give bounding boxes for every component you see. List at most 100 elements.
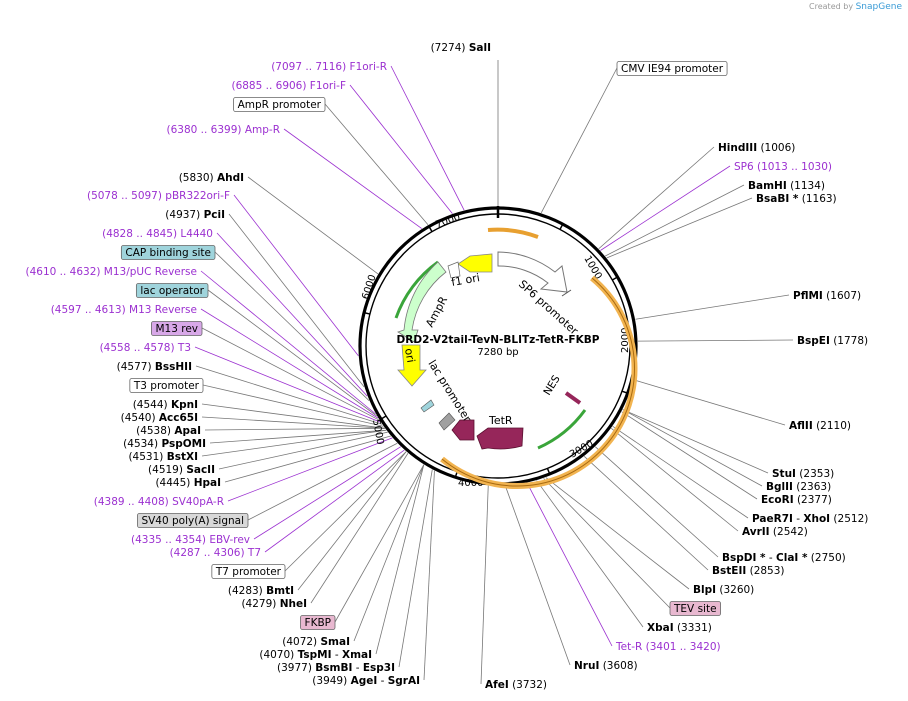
left-label-16: T3 promoter — [129, 378, 204, 393]
site-label-text: HindIII (1006) — [718, 142, 795, 154]
leader-line — [202, 384, 384, 427]
lac-block — [420, 399, 435, 413]
right-label-9: BglII (2363) — [766, 481, 831, 493]
leader-line — [207, 289, 377, 417]
site-label-text: FKBP — [305, 617, 331, 629]
leader-line — [543, 478, 671, 609]
label-box — [616, 61, 728, 76]
site-label-text: (4544) KpnI — [133, 399, 198, 411]
right-label-18: Tet-R (3401 .. 3420) — [615, 641, 721, 653]
tick-label: 2000 — [620, 328, 631, 353]
feature-label-ori: ori — [402, 347, 417, 363]
right-label-2: SP6 (1013 .. 1030) — [734, 161, 832, 173]
leader-line — [334, 464, 425, 623]
site-label-text: (4538) ApaI — [136, 425, 201, 437]
f1-ori-arrow — [457, 253, 493, 273]
site-label-text: lac operator — [140, 285, 204, 297]
leader-line — [536, 480, 644, 628]
label-box — [137, 513, 249, 528]
left-label-29: (4283) BmtI — [228, 585, 294, 597]
site-label-text: (4531) BstXI — [128, 451, 198, 463]
sp6-marker — [561, 289, 572, 297]
watermark-prefix: Created by — [809, 2, 854, 11]
feature-label-nes: NES — [541, 373, 563, 398]
site-label-text: SV40 poly(A) signal — [141, 515, 244, 527]
site-label-text: BstEII (2853) — [712, 565, 785, 577]
right-label-19: NruI (3608) — [574, 660, 638, 672]
left-label-21: (4531) BstXI — [128, 451, 198, 463]
site-label-text: (4072) SmaI — [282, 636, 350, 648]
right-label-16: TEV site — [669, 601, 721, 616]
label-box — [135, 283, 209, 298]
left-label-8: (4828 .. 4845) L4440 — [102, 228, 213, 240]
site-label-text: (4389 .. 4408) SV40pA-R — [94, 496, 224, 508]
label-box — [669, 601, 721, 616]
left-label-20: (4534) PspOMI — [123, 438, 206, 450]
label-box — [233, 97, 326, 112]
right-label-13: BspDI * - ClaI * (2750) — [722, 552, 846, 564]
site-label-text: T7 promoter — [215, 566, 282, 578]
site-label-text: (4577) BssHII — [117, 361, 192, 373]
plasmid-name: DRD2-V2tail-TevN-BLITz-TetR-FKBP — [397, 334, 600, 346]
left-label-13: M13 rev — [151, 321, 203, 336]
leader-line — [216, 232, 368, 397]
leader-line — [598, 146, 715, 250]
leader-line — [622, 409, 763, 487]
right-label-17: XbaI (3331) — [647, 622, 712, 634]
right-label-0: CMV IE94 promoter — [616, 61, 728, 76]
site-label-text: StuI (2353) — [772, 468, 834, 480]
right-label-7: AflII (2110) — [789, 420, 851, 432]
watermark-brand: SnapGene — [855, 2, 902, 12]
leader-line — [621, 411, 758, 500]
site-label-text: CMV IE94 promoter — [621, 63, 724, 75]
leader-line — [195, 365, 383, 425]
leader-line — [353, 464, 425, 642]
ampr-arrow — [397, 261, 447, 343]
leader-line — [201, 429, 387, 457]
site-label-text: CAP binding site — [125, 247, 211, 259]
site-label-text: (4937) PciI — [165, 209, 225, 221]
right-label-6: BspEI (1778) — [797, 335, 868, 347]
site-label-text: (4534) PspOMI — [123, 438, 206, 450]
tick-mark — [611, 275, 619, 281]
green-arc-left — [394, 260, 439, 319]
site-label-text: (4519) SacII — [148, 464, 215, 476]
left-label-32: (4072) SmaI — [282, 636, 350, 648]
site-label-text: (3977) BsmBI - Esp3I — [277, 662, 395, 674]
left-label-22: (4519) SacII — [148, 464, 215, 476]
left-label-12: (4597 .. 4613) M13 Reverse — [51, 304, 197, 316]
ori-arrow — [397, 344, 427, 387]
leader-line — [209, 429, 387, 444]
left-label-30: (4279) NheI — [241, 598, 307, 610]
leader-line — [247, 176, 379, 275]
left-label-19: (4538) ApaI — [136, 425, 201, 437]
leader-line — [201, 403, 385, 429]
site-label-text: (6380 .. 6399) Amp-R — [167, 124, 281, 136]
label-box — [211, 564, 286, 579]
site-label-text: (6885 .. 6906) F1ori-F — [231, 80, 346, 92]
tick-mark — [362, 311, 371, 315]
site-label-text: (7097 .. 7116) F1ori-R — [271, 61, 387, 73]
site-label-text: T3 promoter — [133, 380, 200, 392]
leader-line — [204, 427, 385, 431]
leader-line — [253, 446, 401, 540]
site-labels: (7274) SalI(7097 .. 7116) F1ori-R(6885 .… — [25, 42, 868, 691]
site-label-text: (4597 .. 4613) M13 Reverse — [51, 304, 197, 316]
site-label-text: (4828 .. 4845) L4440 — [102, 228, 213, 240]
left-label-17: (4544) KpnI — [133, 399, 198, 411]
tick-mark — [621, 390, 629, 395]
label-box — [151, 321, 203, 336]
f1-ori-box — [447, 261, 461, 279]
site-label-text: (4279) NheI — [241, 598, 307, 610]
leader-line — [423, 470, 435, 681]
leader-line — [612, 425, 749, 519]
left-label-35: (3949) AgeI - SgrAI — [312, 675, 420, 687]
site-label-text: (4540) Acc65I — [121, 412, 198, 424]
right-label-1: HindIII (1006) — [718, 142, 795, 154]
right-label-3: BamHI (1134) — [748, 180, 825, 192]
orf-arc-edge — [441, 277, 635, 487]
tetr-arrow — [476, 427, 524, 450]
leader-line — [194, 346, 381, 423]
leader-line — [297, 451, 407, 591]
